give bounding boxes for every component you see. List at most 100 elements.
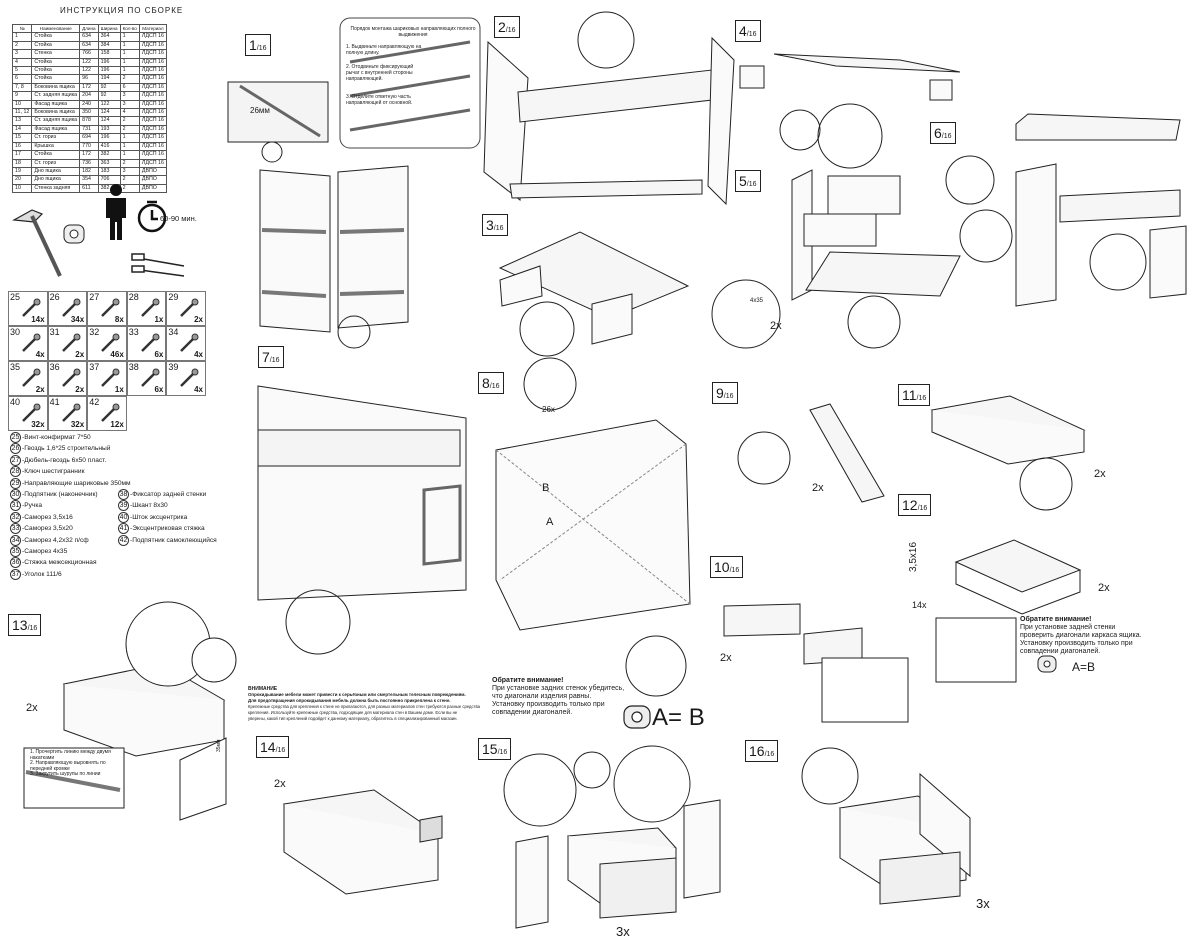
slide-guide-title: Порядок монтажа шариковых направляющих п…	[350, 26, 476, 38]
parts-table-cell: ДВПО	[138, 183, 167, 194]
attention-12-line-1: При установке задней стенки	[1020, 624, 1116, 631]
tools-illustration	[12, 184, 185, 277]
step-number-15: 15/16	[478, 738, 512, 760]
legend-text: -Фиксатор задней стенки	[130, 491, 207, 498]
parts-table-cell: 634	[79, 32, 99, 42]
fastener-icon	[22, 368, 41, 387]
legend-number: 42	[118, 534, 129, 546]
attention-12-title: Обратите внимание!	[1020, 616, 1092, 623]
mult-step-16: 3x	[976, 896, 990, 911]
legend-number: 35	[10, 546, 21, 557]
mult-step-11: 2x	[1094, 468, 1106, 480]
fastener-quantity: 32x	[31, 420, 45, 429]
legend-text: -Направляющие шариковые 350мм	[22, 479, 131, 487]
step-2-drawing	[483, 11, 735, 206]
mult-step-12: 2x	[1098, 582, 1110, 594]
hammer-icon	[12, 209, 62, 277]
step-number-12: 12/16	[898, 494, 932, 516]
tape-measure-icon	[1037, 655, 1057, 673]
legend-text: -Подпятник самоклеющийся	[130, 536, 217, 544]
legend-item: 35-Саморез 4х35	[10, 546, 67, 557]
fastener-number: 35	[10, 362, 21, 372]
legend-number: 28	[10, 466, 21, 478]
legend-number: 29	[10, 477, 21, 489]
parts-table-cell: ЛДСП 16	[138, 32, 167, 42]
parts-table-cell: ЛДСП 16	[138, 66, 167, 76]
legend-text: -Эксцентриковая стяжка	[130, 525, 205, 533]
step-number-10: 10/16	[710, 556, 744, 578]
attention-12-line-4: совпадении диагоналей.	[1020, 648, 1101, 655]
safety-warning: ВНИМАНИЕ Опрокидывание мебели может прив…	[248, 686, 488, 722]
fastener-quantity: 14x	[31, 315, 45, 324]
step-3-drawing	[498, 231, 690, 357]
parts-table-cell: 240	[79, 99, 99, 110]
legend-item: 34-Саморез 4,2х32 п/сф	[10, 534, 89, 546]
parts-table-cell: ЛДСП 16	[138, 99, 167, 110]
parts-table-cell: 694	[79, 133, 99, 143]
fastener-icon	[180, 333, 199, 352]
parts-table-cell: 122	[79, 57, 99, 68]
fastener-icon	[101, 368, 120, 387]
legend-number: 27	[10, 454, 21, 466]
parts-table-cell: 10	[11, 183, 33, 194]
parts-table-cell: ЛДСП 16	[138, 150, 167, 160]
legend-item: 41-Эксцентриковая стяжка	[118, 523, 205, 535]
step-number-13: 13/16	[8, 614, 42, 636]
legend-item: 27-Дюбель-гвоздь 6х50 пласт.	[10, 454, 106, 466]
parts-table-cell: 7, 8	[11, 82, 33, 93]
legend-number: 26	[10, 443, 21, 455]
legend-text: -Гвоздь 1,6*25 строительный	[22, 445, 111, 453]
parts-table-header: Кол-во	[119, 23, 140, 34]
parts-table-header: Материал	[138, 23, 167, 34]
fastener-number: 34	[168, 327, 179, 337]
diagonal-a-label: A	[546, 516, 554, 528]
parts-table-cell: 172	[79, 82, 99, 93]
fastener-number: 32	[89, 327, 100, 337]
step-7-drawing	[257, 385, 467, 655]
legend-number: 36	[10, 557, 21, 569]
fastener-quantity: 1x	[154, 315, 164, 324]
diagonal-b-label: B	[542, 482, 550, 494]
parts-table-cell: 766	[79, 49, 99, 59]
step-number-11: 11/16	[898, 384, 931, 406]
parts-table-cell: ЛДСП 16	[138, 82, 167, 93]
parts-table-cell: ЛДСП 16	[138, 91, 167, 101]
legend-number: 30	[10, 489, 21, 500]
legend-item: 38-Фиксатор задней стенки	[118, 489, 206, 500]
legend-text: -Ручка	[22, 502, 43, 510]
fastener-number: 31	[49, 327, 60, 337]
parts-table-cell: ЛДСП 16	[138, 124, 167, 135]
parts-table-cell: ЛДСП 16	[138, 141, 167, 152]
fastener-icon	[140, 333, 160, 352]
mult-step-14: 2x	[274, 778, 286, 790]
tape-measure-icon	[623, 705, 651, 729]
fastener-number: 33	[128, 327, 139, 337]
legend-item: 37-Уголок 111/6	[10, 568, 62, 580]
attention-line-4: совпадении диагоналей.	[492, 709, 573, 716]
legend-number: 32	[10, 511, 21, 523]
fastener-quantity: 4x	[35, 350, 45, 359]
fastener-icon	[180, 368, 199, 387]
fastener-number: 39	[168, 362, 179, 372]
fastener-icon	[22, 333, 41, 352]
parts-table-cell: ЛДСП 16	[138, 49, 167, 59]
fastener-number: 27	[89, 292, 100, 302]
parts-table-cell: 611	[79, 183, 99, 194]
legend-text: -Саморез 4х35	[22, 548, 68, 555]
fastener-number: 28	[128, 292, 139, 302]
step-number-7: 7/16	[258, 346, 284, 368]
fastener-quantity: 2x	[75, 385, 85, 394]
parts-table-cell: ДВПО	[138, 166, 167, 177]
fastener-number: 42	[89, 397, 100, 407]
fastener-quantity: 34x	[70, 315, 85, 324]
